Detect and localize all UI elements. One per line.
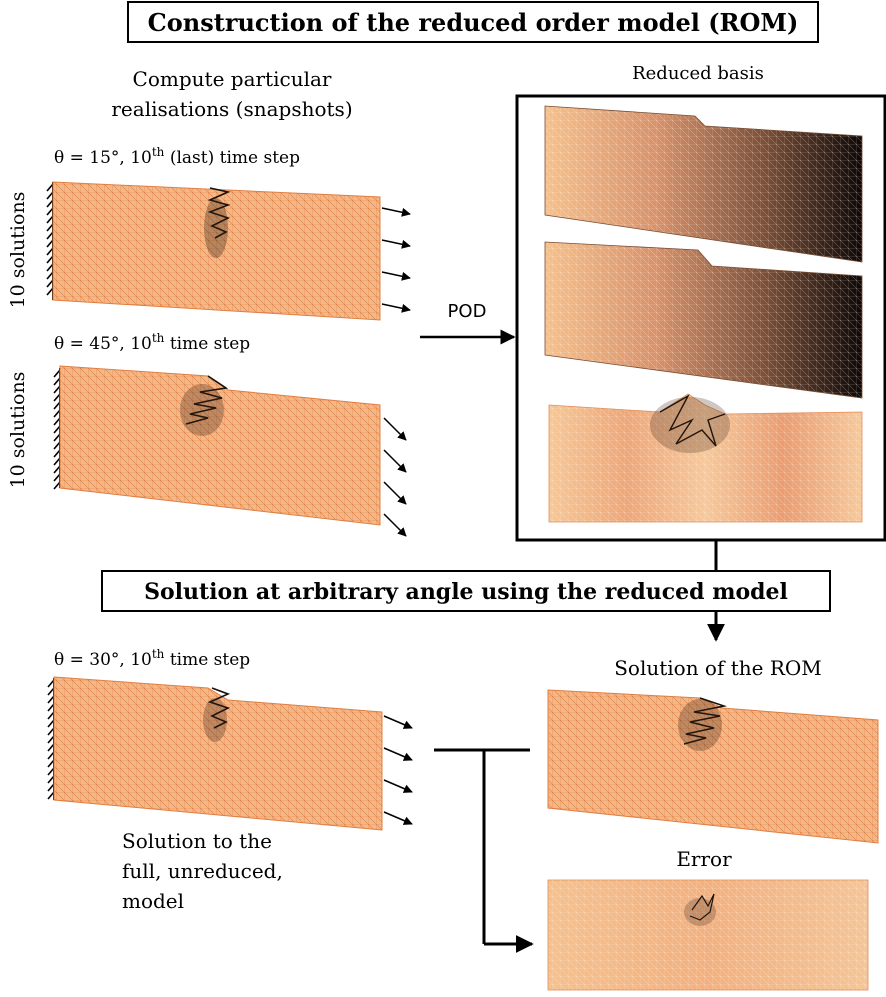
rom-solution-title: Solution of the ROM: [614, 656, 822, 680]
row2-side-label: 10 solutions: [7, 372, 29, 489]
row1-dark-patch: [204, 198, 228, 258]
hatch-tick: [47, 751, 55, 760]
snapshots-heading-line1: Compute particular: [133, 67, 332, 91]
hatch-tick: [46, 271, 54, 280]
full-model-caption-line2: full, unreduced,: [122, 859, 283, 883]
row1-label: θ = 15°, 10th (last) time step: [54, 145, 300, 168]
hatch-tick: [53, 465, 61, 474]
pod-arrow: POD: [420, 301, 516, 345]
hatch-tick: [53, 401, 61, 410]
hatch-tick: [47, 791, 55, 800]
hatch-tick: [53, 473, 61, 482]
hatch-tick: [53, 409, 61, 418]
row2-support-hatch: [53, 368, 61, 490]
hatch-tick: [53, 417, 61, 426]
basis-mode-2: [544, 241, 863, 399]
row1-load-arrows: [381, 207, 411, 313]
hatch-tick: [46, 207, 54, 216]
hatch-tick: [46, 191, 54, 200]
basis-title: Reduced basis: [632, 63, 764, 84]
solution-title: Solution at arbitrary angle using the re…: [144, 579, 788, 605]
hatch-tick: [47, 687, 55, 696]
pod-label: POD: [448, 301, 487, 322]
hatch-tick: [47, 767, 55, 776]
hatch-tick: [47, 783, 55, 792]
error-title: Error: [676, 847, 732, 871]
hatch-tick: [46, 199, 54, 208]
hatch-tick: [53, 369, 61, 378]
row2-label: θ = 45°, 10th time step: [54, 331, 250, 354]
hatch-tick: [46, 239, 54, 248]
hatch-tick: [47, 759, 55, 768]
hatch-tick: [47, 695, 55, 704]
hatch-tick: [47, 679, 55, 688]
hatch-tick: [53, 433, 61, 442]
hatch-tick: [53, 377, 61, 386]
row2-mesh: [59, 365, 381, 526]
basis-mode-1: [544, 105, 863, 263]
hatch-tick: [47, 719, 55, 728]
error-mesh: [547, 879, 869, 991]
hatch-tick: [47, 711, 55, 720]
hatch-tick: [53, 457, 61, 466]
hatch-tick: [47, 735, 55, 744]
hatch-tick: [53, 393, 61, 402]
hatch-tick: [53, 441, 61, 450]
rom-solution-mesh: [547, 689, 879, 844]
hatch-tick: [53, 481, 61, 490]
hatch-tick: [47, 703, 55, 712]
hatch-tick: [53, 425, 61, 434]
full-model-caption-line1: Solution to the: [122, 829, 272, 853]
row2-load-arrows: [383, 417, 407, 537]
hatch-tick: [46, 247, 54, 256]
solution-title-box: Solution at arbitrary angle using the re…: [101, 570, 831, 612]
full-model-support-hatch: [47, 678, 55, 800]
construction-title: Construction of the reduced order model …: [148, 8, 799, 37]
construction-title-box: Construction of the reduced order model …: [127, 1, 819, 43]
full-model-load-arrows: [383, 715, 413, 825]
full-model-label: θ = 30°, 10th time step: [54, 647, 250, 670]
row1-mesh: [52, 181, 381, 321]
hatch-tick: [46, 279, 54, 288]
snapshots-heading-line2: realisations (snapshots): [111, 97, 352, 121]
hatch-tick: [46, 231, 54, 240]
full-model-caption-line3: model: [122, 889, 184, 913]
hatch-tick: [46, 263, 54, 272]
row1-support-hatch: [46, 182, 54, 300]
hatch-tick: [46, 287, 54, 296]
hatch-tick: [53, 449, 61, 458]
comparison-connectors: [434, 748, 534, 953]
hatch-tick: [46, 223, 54, 232]
hatch-tick: [47, 775, 55, 784]
hatch-tick: [46, 215, 54, 224]
hatch-tick: [46, 255, 54, 264]
hatch-tick: [53, 385, 61, 394]
hatch-tick: [47, 743, 55, 752]
hatch-tick: [47, 727, 55, 736]
full-model-mesh: [53, 676, 383, 831]
hatch-tick: [46, 183, 54, 192]
basis-mode-3: [548, 393, 863, 523]
row1-side-label: 10 solutions: [7, 192, 29, 309]
